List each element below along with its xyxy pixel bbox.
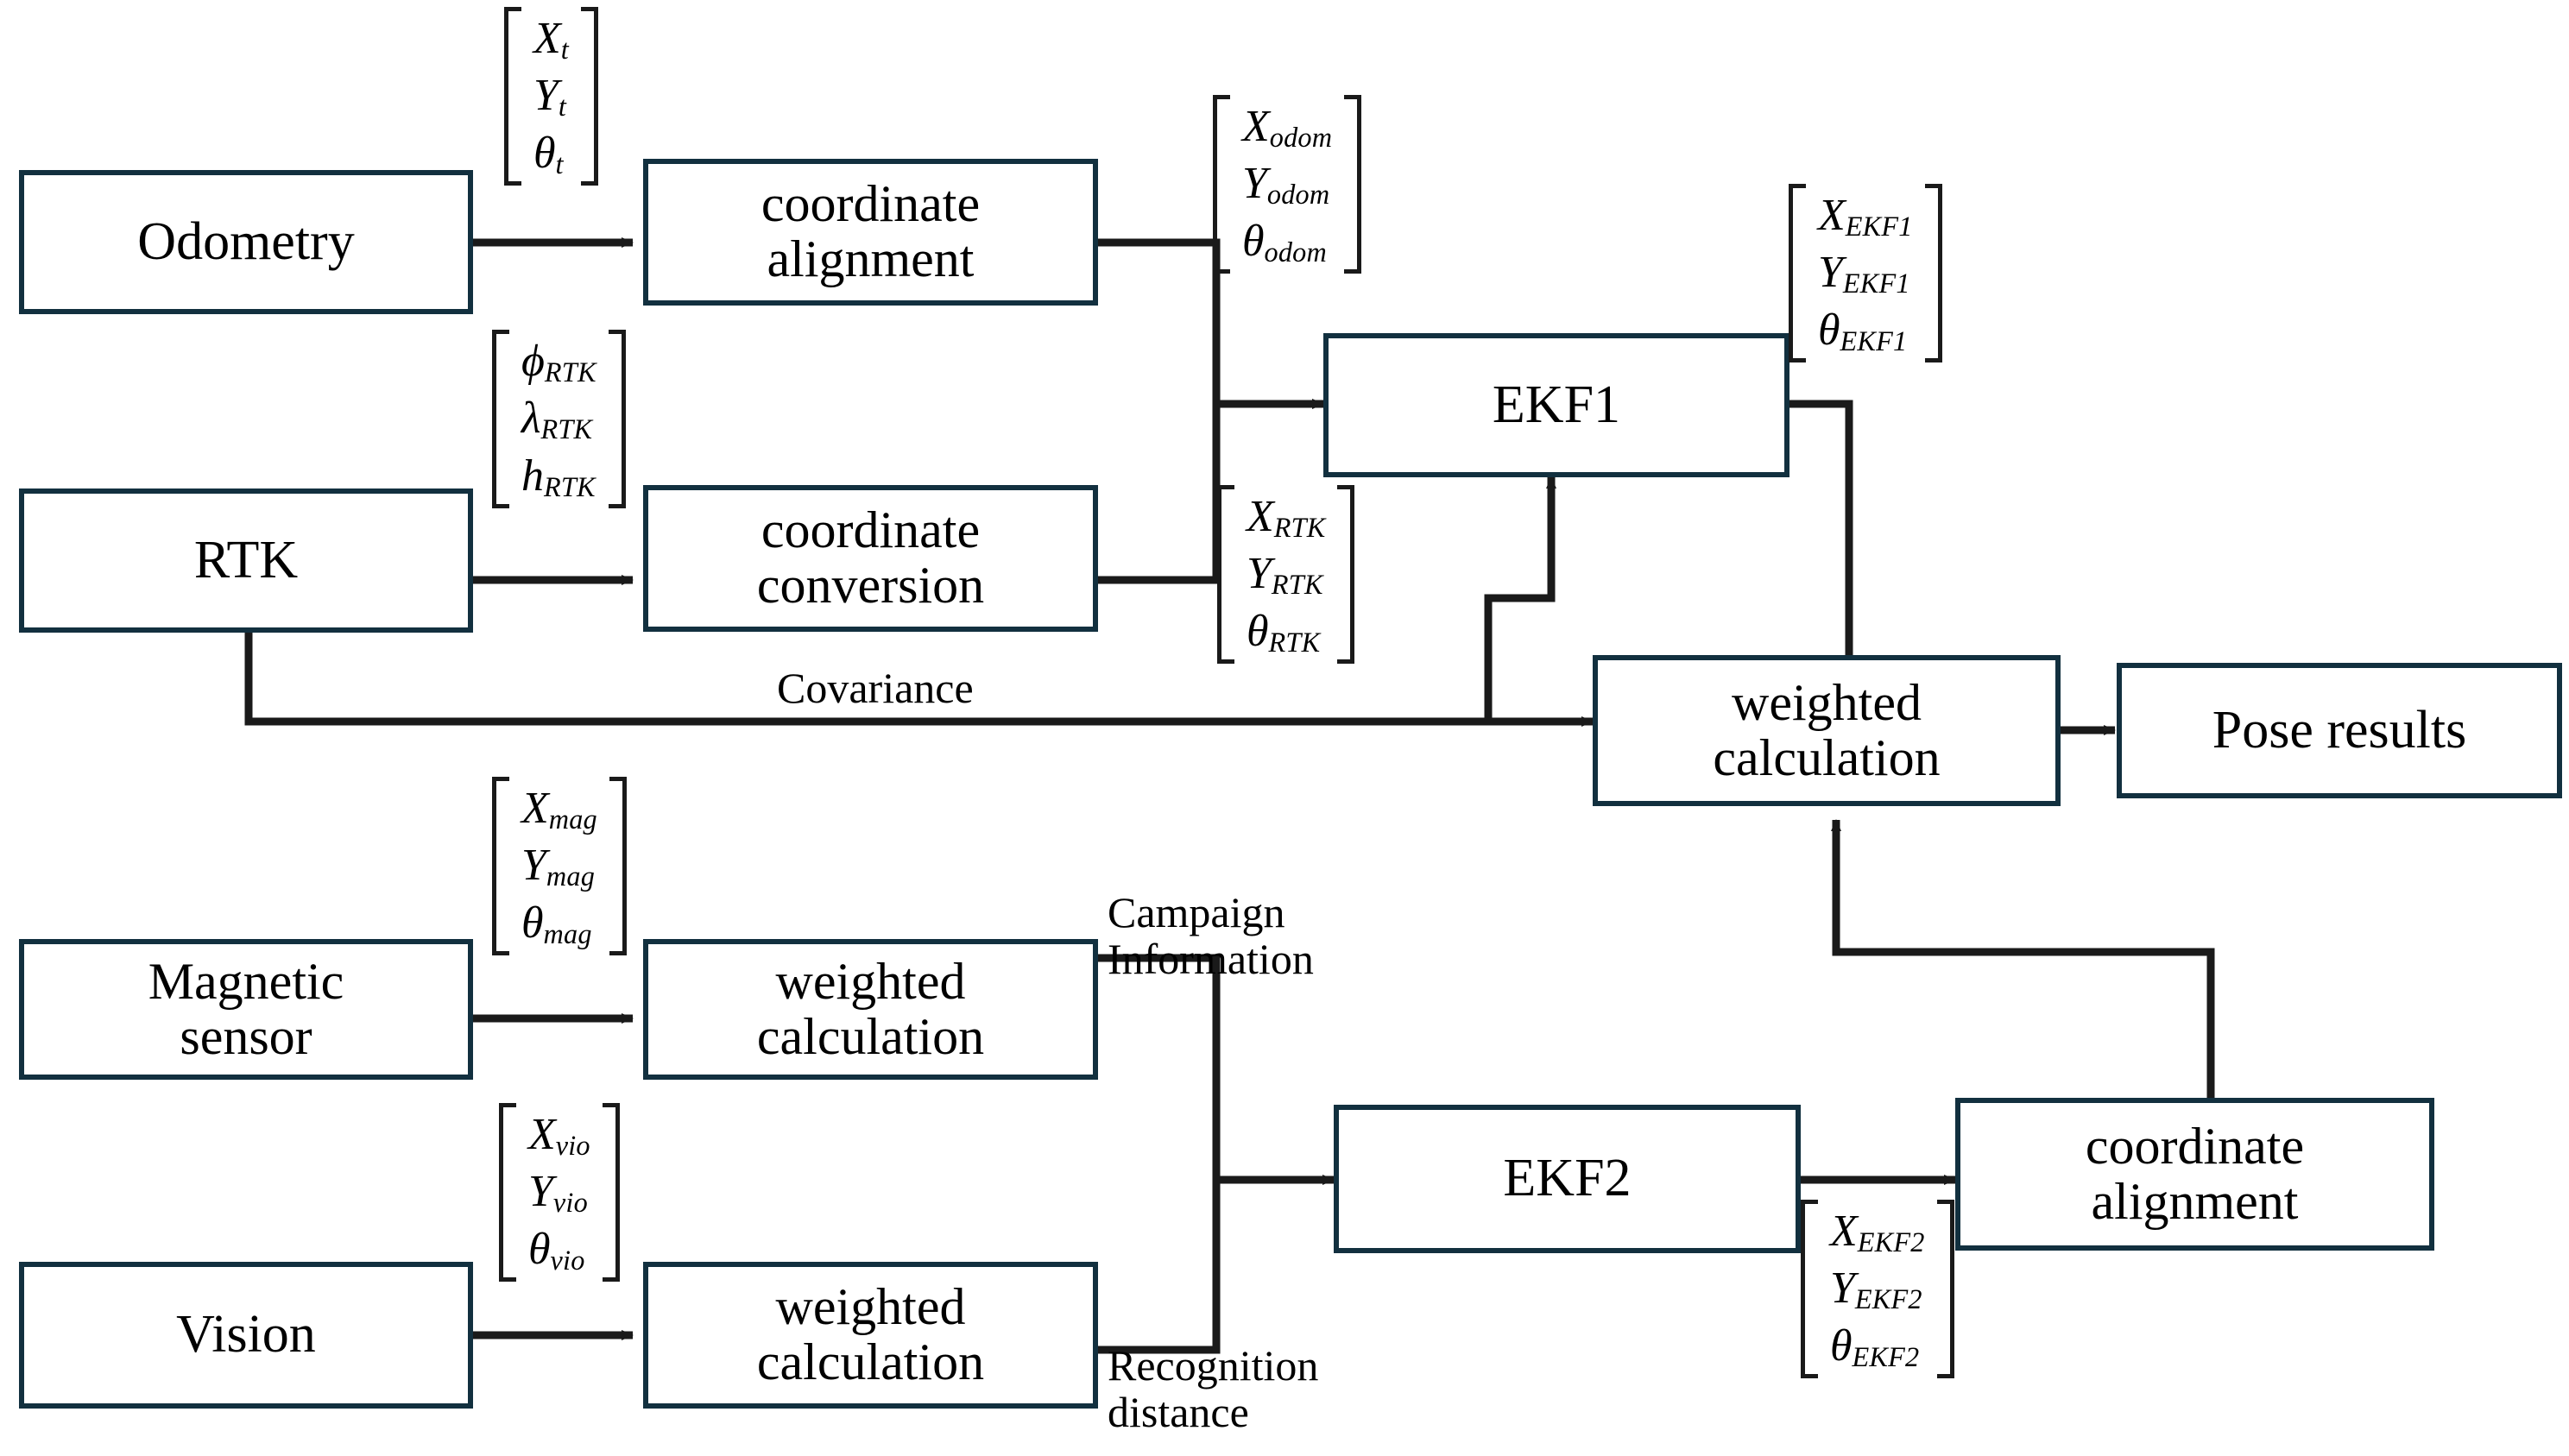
bracket-right-icon [1337, 485, 1355, 665]
vector-magnetic-output: Xmag Ymag θmag [492, 777, 627, 956]
box-ekf2[interactable]: EKF2 [1334, 1105, 1801, 1253]
edge-alignment-down [1098, 238, 1221, 404]
vector-row: Yvio [528, 1167, 588, 1219]
bracket-right-icon [609, 777, 627, 956]
box-ekf2-label: EKF2 [1503, 1149, 1632, 1208]
box-coordinate-conversion-label: coordinate conversion [756, 501, 985, 614]
vector-row: Yodom [1242, 159, 1330, 211]
box-weighted-calculation-vision-label: weighted calculation [756, 1278, 985, 1390]
bracket-right-icon [1344, 95, 1362, 274]
box-odometry[interactable]: Odometry [19, 170, 473, 314]
vector-rtk-raw: ϕRTK λRTK hRTK [492, 330, 626, 509]
vector-row: YRTK [1247, 549, 1323, 601]
vector-row: θt [533, 128, 564, 180]
bracket-right-icon [1924, 184, 1942, 363]
bracket-left-icon [1789, 184, 1806, 363]
vector-row: θodom [1242, 216, 1327, 268]
bracket-right-icon [608, 330, 626, 509]
box-rtk-label: RTK [193, 530, 299, 589]
box-coordinate-alignment-bottom-label: coordinate alignment [2085, 1117, 2305, 1230]
box-odometry-label: Odometry [137, 211, 355, 271]
bracket-left-icon [1801, 1200, 1818, 1379]
vector-row: XEKF1 [1818, 191, 1913, 243]
vector-row: λRTK [521, 394, 593, 445]
vector-row: XRTK [1247, 492, 1326, 544]
vector-row: Ymag [521, 841, 596, 892]
box-vision-label: Vision [176, 1305, 316, 1365]
vector-ekf2-output: XEKF2 YEKF2 θEKF2 [1801, 1200, 1954, 1379]
box-weighted-calculation-main[interactable]: weighted calculation [1593, 655, 2061, 806]
bracket-left-icon [492, 777, 509, 956]
vector-row: YEKF1 [1818, 248, 1910, 299]
bracket-left-icon [1213, 95, 1230, 274]
bracket-left-icon [492, 330, 509, 509]
vector-row: θRTK [1247, 606, 1321, 658]
bracket-right-icon [602, 1103, 620, 1283]
vector-ekf1-output: XEKF1 YEKF1 θEKF1 [1789, 184, 1942, 363]
vector-row: YEKF2 [1830, 1264, 1922, 1315]
vector-row: Xmag [521, 784, 597, 835]
edge-label-covariance: Covariance [777, 664, 974, 712]
box-weighted-calculation-magnetic[interactable]: weighted calculation [643, 939, 1098, 1080]
vector-row: Xt [533, 14, 569, 66]
box-vision[interactable]: Vision [19, 1262, 473, 1409]
bracket-right-icon [1936, 1200, 1954, 1379]
edge-mag-weighted-down [1098, 954, 1221, 1180]
edge-conversion-up [1098, 404, 1221, 584]
box-pose-results[interactable]: Pose results [2117, 663, 2562, 798]
box-magnetic-sensor[interactable]: Magnetic sensor [19, 939, 473, 1080]
vector-row: Yt [533, 71, 567, 123]
vector-row: Xodom [1242, 102, 1333, 154]
box-coordinate-alignment-top-label: coordinate alignment [761, 175, 981, 287]
edge-alignment-to-weighted [1831, 819, 2215, 1100]
vector-row: hRTK [521, 451, 596, 502]
bracket-right-icon [580, 7, 598, 186]
bracket-left-icon [1217, 485, 1234, 665]
box-magnetic-sensor-label: Magnetic sensor [148, 952, 344, 1065]
vector-row: θEKF1 [1818, 305, 1908, 356]
vector-odometry-output: Xodom Yodom θodom [1213, 95, 1362, 274]
vector-row: Xvio [528, 1110, 590, 1162]
bracket-left-icon [499, 1103, 516, 1283]
bracket-left-icon [504, 7, 521, 186]
box-weighted-calculation-vision[interactable]: weighted calculation [643, 1262, 1098, 1409]
box-ekf1[interactable]: EKF1 [1323, 333, 1789, 477]
vector-rtk-output: XRTK YRTK θRTK [1217, 485, 1355, 665]
edge-covariance-to-ekf1 [1484, 476, 1556, 722]
edge-ekf1-to-weighted [1789, 400, 1854, 676]
box-weighted-calculation-magnetic-label: weighted calculation [756, 952, 985, 1065]
box-ekf1-label: EKF1 [1492, 375, 1621, 434]
vector-row: θmag [521, 898, 592, 949]
vector-row: θvio [528, 1224, 585, 1276]
box-weighted-calculation-main-label: weighted calculation [1713, 673, 1941, 786]
vector-row: ϕRTK [521, 337, 596, 388]
edge-label-recognition-distance: Recognition distance [1108, 1341, 1319, 1436]
vector-odometry-raw: Xt Yt θt [504, 7, 598, 186]
box-coordinate-alignment-bottom[interactable]: coordinate alignment [1955, 1098, 2434, 1251]
vector-row: θEKF2 [1830, 1320, 1920, 1372]
box-coordinate-alignment-top[interactable]: coordinate alignment [643, 159, 1098, 306]
box-rtk[interactable]: RTK [19, 488, 473, 633]
edge-vis-weighted-up [1098, 1180, 1221, 1354]
edge-label-campaign-information: Campaign Information [1108, 888, 1314, 983]
box-pose-results-label: Pose results [2212, 700, 2467, 760]
box-coordinate-conversion[interactable]: coordinate conversion [643, 485, 1098, 632]
vector-vision-output: Xvio Yvio θvio [499, 1103, 620, 1283]
vector-row: XEKF2 [1830, 1207, 1925, 1258]
